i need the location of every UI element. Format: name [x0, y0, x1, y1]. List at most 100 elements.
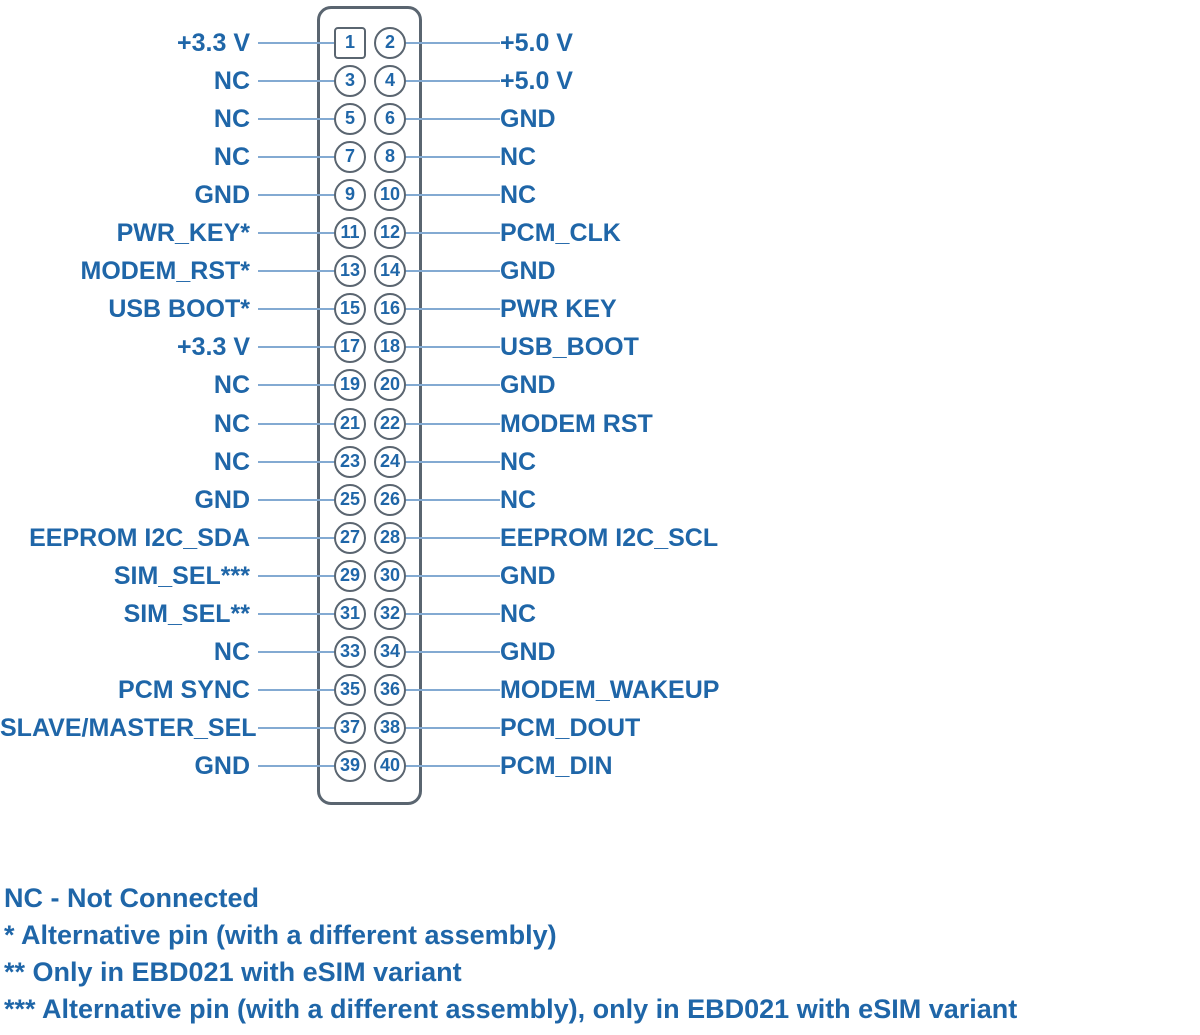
pin-lead-line-left [258, 498, 350, 501]
pin-pad-even[interactable]: 26 [374, 483, 406, 516]
pin-pad-odd[interactable]: 29 [334, 559, 366, 592]
pin-label-right: GND [500, 637, 556, 666]
pin-pad-odd[interactable]: 35 [334, 673, 366, 706]
pin-pad-odd[interactable]: 11 [334, 217, 366, 250]
pin-pad-even[interactable]: 2 [374, 27, 406, 59]
pin-label-left: +3.3 V [177, 29, 250, 57]
pin-pad-odd[interactable]: 13 [334, 255, 366, 288]
pin-pad-odd[interactable]: 25 [334, 483, 366, 516]
pin-lead-line-left [258, 460, 350, 463]
pin-pad-even[interactable]: 30 [374, 559, 406, 592]
pin-lead-line-right [390, 650, 500, 653]
pin-pad-even[interactable]: 36 [374, 673, 406, 706]
footnote: *** Alternative pin (with a different as… [4, 994, 1018, 1024]
pin-label-left: GND [194, 751, 250, 780]
pin-label-left: NC [213, 67, 250, 96]
pin-lead-line-left [258, 536, 350, 539]
pin-pad-odd[interactable]: 15 [334, 293, 366, 326]
pin-label-left: NC [213, 105, 250, 134]
pin-pad-odd[interactable]: 21 [334, 407, 366, 440]
pin-lead-line-right [390, 80, 500, 83]
pin-lead-line-right [390, 536, 500, 539]
pin-lead-line-left [258, 118, 350, 121]
pin-label-left: NC [213, 447, 250, 476]
pin-lead-line-left [258, 384, 350, 387]
footnote: NC - Not Connected [4, 883, 259, 913]
pin-pad-even[interactable]: 28 [374, 521, 406, 554]
footnote: ** Only in EBD021 with eSIM variant [4, 957, 462, 987]
pin-pad-even[interactable]: 40 [374, 749, 406, 782]
pin-pad-even[interactable]: 12 [374, 217, 406, 250]
pin-pad-odd[interactable]: 19 [334, 369, 366, 402]
pin-pad-even[interactable]: 8 [374, 141, 406, 174]
pin-pad-odd[interactable]: 7 [334, 141, 366, 174]
pin-pad-even[interactable]: 18 [374, 331, 406, 364]
pin-lead-line-right [390, 612, 500, 615]
pin-label-right: GND [500, 561, 556, 590]
pin-lead-line-right [390, 42, 500, 44]
pin-lead-line-right [390, 574, 500, 577]
pin-pad-odd[interactable]: 5 [334, 103, 366, 136]
pin-label-right: PCM_CLK [500, 219, 621, 248]
pin-label-left: USB BOOT* [108, 295, 250, 324]
pin-pad-odd[interactable]: 39 [334, 749, 366, 782]
pin-label-left: SIM_SEL*** [113, 561, 250, 590]
pin-lead-line-right [390, 460, 500, 463]
pin-pad-odd[interactable]: 23 [334, 445, 366, 478]
pin-label-left: PCM SYNC [118, 675, 250, 704]
pin-pad-even[interactable]: 10 [374, 179, 406, 212]
pin-lead-line-right [390, 422, 500, 425]
pin-label-right: PWR KEY [500, 295, 617, 324]
pin-label-right: PCM_DOUT [500, 713, 641, 742]
pin-pad-even[interactable]: 14 [374, 255, 406, 288]
pin-pad-odd[interactable]: 37 [334, 711, 366, 744]
pin-pad-even[interactable]: 38 [374, 711, 406, 744]
pin-pad-even[interactable]: 20 [374, 369, 406, 402]
pin-pad-1-square[interactable]: 1 [334, 27, 366, 59]
pin-pad-odd[interactable]: 33 [334, 635, 366, 668]
pin-pad-odd[interactable]: 9 [334, 179, 366, 212]
pin-pad-odd[interactable]: 27 [334, 521, 366, 554]
pin-label-right: NC [500, 181, 537, 210]
pin-lead-line-left [258, 156, 350, 159]
pin-lead-line-left [258, 422, 350, 425]
pin-pad-odd[interactable]: 3 [334, 65, 366, 98]
pin-pad-even[interactable]: 16 [374, 293, 406, 326]
pin-lead-line-left [258, 574, 350, 577]
pin-lead-line-left [258, 42, 350, 44]
pin-lead-line-left [258, 232, 350, 235]
pin-label-right: +5.0 V [500, 67, 573, 96]
footnote: * Alternative pin (with a different asse… [4, 920, 557, 950]
pin-label-right: GND [500, 105, 556, 134]
pin-pad-odd[interactable]: 31 [334, 597, 366, 630]
connector-body-outline [317, 6, 422, 805]
pin-label-right: GND [500, 257, 556, 286]
pin-pad-even[interactable]: 32 [374, 597, 406, 630]
pin-lead-line-right [390, 384, 500, 387]
pin-pad-even[interactable]: 22 [374, 407, 406, 440]
pin-pad-even[interactable]: 4 [374, 65, 406, 98]
pin-pad-even[interactable]: 24 [374, 445, 406, 478]
pin-label-left: NC [213, 637, 250, 666]
pin-pad-even[interactable]: 6 [374, 103, 406, 136]
pin-label-left: PWR_KEY* [116, 219, 250, 248]
pin-lead-line-right [390, 498, 500, 501]
pin-label-left: NC [213, 371, 250, 400]
pin-label-right: MODEM RST [500, 409, 653, 438]
footnote-list: NC - Not Connected * Alternative pin (wit… [4, 880, 1198, 1028]
pin-pad-odd[interactable]: 17 [334, 331, 366, 364]
pin-lead-line-right [390, 232, 500, 235]
pin-lead-line-left [258, 726, 350, 729]
pin-lead-line-left [258, 650, 350, 653]
pin-lead-line-left [258, 612, 350, 615]
pin-pad-even[interactable]: 34 [374, 635, 406, 668]
pin-label-left: GND [194, 485, 250, 514]
